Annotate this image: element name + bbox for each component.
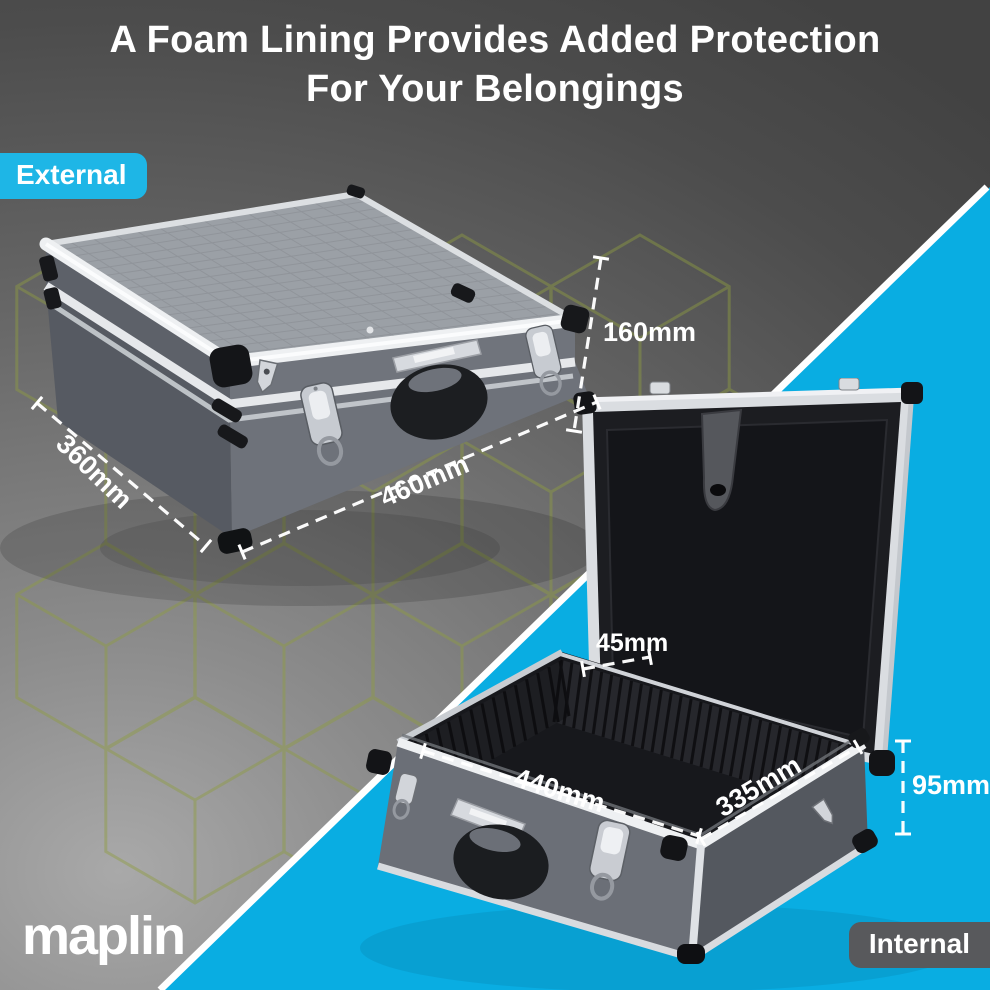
rim-aluminum: [396, 737, 867, 850]
title-line-2: For Your Belongings: [306, 67, 684, 110]
back-left-rim: [396, 649, 564, 745]
lid-strap: [700, 408, 743, 512]
dim-line-external-height: [572, 257, 603, 432]
dim-line-internal-width: [422, 749, 700, 838]
case-body-exterior: [366, 727, 878, 964]
black-corner-fittings: [39, 184, 590, 554]
dim-line-internal-depth: [700, 745, 859, 841]
lid-skirt-left: [46, 244, 230, 404]
lid-front-rails: [39, 237, 582, 369]
dim-label-internal-width: 440mm: [511, 762, 609, 818]
external-case-shadow-core: [100, 510, 500, 586]
dim-label-internal-depth: 335mm: [711, 750, 806, 823]
lid-skirt-front: [230, 320, 575, 404]
maplin-logo: maplin: [22, 906, 186, 966]
external-case-shadow: [0, 490, 600, 606]
dim-label-external-depth: 360mm: [50, 428, 138, 514]
cyan-diagonal-panel: [163, 187, 990, 990]
rim-inner-line: [401, 733, 861, 837]
lid-body-aluminum-strip: [43, 282, 576, 409]
external-left-panel: [46, 286, 232, 538]
lid-back-rails: [45, 191, 577, 323]
dim-line-external-depth: [35, 401, 208, 548]
hinge-rail: [559, 652, 863, 748]
internal-front-panel: [378, 742, 701, 958]
lid-latch-stub-right: [838, 378, 860, 391]
internal-right-panel: [692, 744, 868, 958]
internal-case-photo: [366, 378, 923, 964]
dim-label-internal-body-depth: 95mm: [912, 770, 990, 800]
lid-top-face: [46, 194, 575, 362]
key-lock: [256, 359, 279, 394]
diagonal-divider-line: [157, 184, 990, 990]
external-badge: External: [0, 153, 147, 199]
title-line-1: A Foam Lining Provides Added Protection: [109, 19, 881, 61]
case-interior: [396, 649, 864, 845]
foam-ridges: [402, 659, 862, 813]
hex-pattern-decoration: [15, 233, 820, 905]
body-trim-strip: [46, 299, 574, 423]
page-title: A Foam Lining Provides Added Protection …: [0, 16, 990, 113]
bottom-aluminum: [377, 842, 870, 962]
internal-badge: Internal: [848, 922, 990, 968]
internal-left-keeper: [392, 772, 419, 820]
lid-texture: [56, 197, 563, 360]
internal-handle: [449, 798, 549, 900]
lid-rail-highlight: [44, 242, 576, 364]
external-front-panel: [230, 362, 587, 538]
dim-label-external-height: 160mm: [603, 317, 696, 347]
internal-right-keeper: [811, 797, 834, 825]
front-latch-left: [300, 382, 344, 466]
dim-label-external-width: 460mm: [376, 449, 473, 513]
dim-line-lid-depth: [582, 655, 651, 671]
internal-front-latch: [589, 819, 631, 901]
dim-label-lid-depth: 45mm: [596, 629, 668, 657]
dim-line-external-width: [241, 400, 598, 554]
lid-latch-stub-left: [649, 381, 671, 395]
front-latch-right: [525, 324, 562, 396]
lid-rivet: [366, 326, 374, 334]
open-lid: [573, 378, 923, 776]
external-handle: [390, 339, 488, 440]
external-case-photo: [39, 184, 590, 554]
front-corner-strip: [688, 844, 705, 959]
